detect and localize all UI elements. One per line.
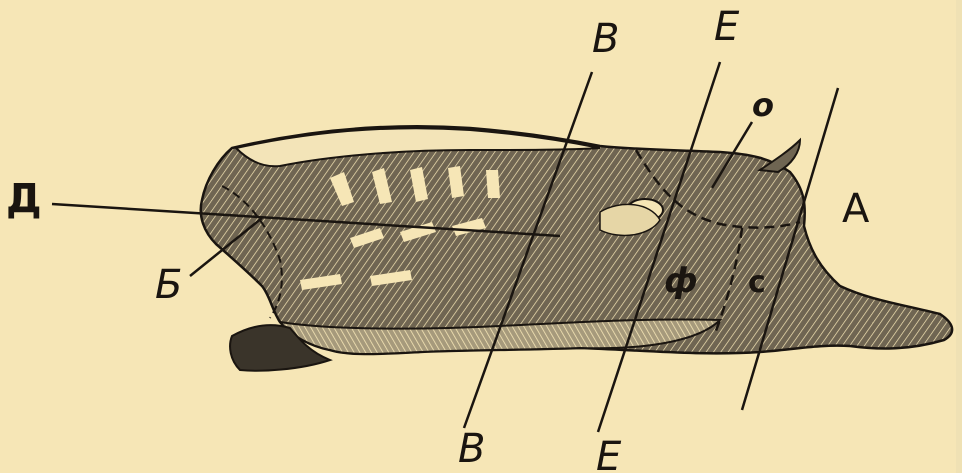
page-edge <box>956 0 962 473</box>
tail-hook <box>760 140 800 172</box>
label-B: Б <box>155 262 182 308</box>
label-O: о <box>752 86 774 124</box>
label-F: ф <box>664 261 698 301</box>
label-D: Д <box>6 176 42 222</box>
label-E-top: Е <box>714 4 740 50</box>
label-S: с <box>748 265 766 300</box>
label-A: А <box>842 186 870 232</box>
label-E-bottom: Е <box>596 434 622 473</box>
label-V-top: В <box>592 16 619 62</box>
label-V-bottom: В <box>458 426 485 472</box>
